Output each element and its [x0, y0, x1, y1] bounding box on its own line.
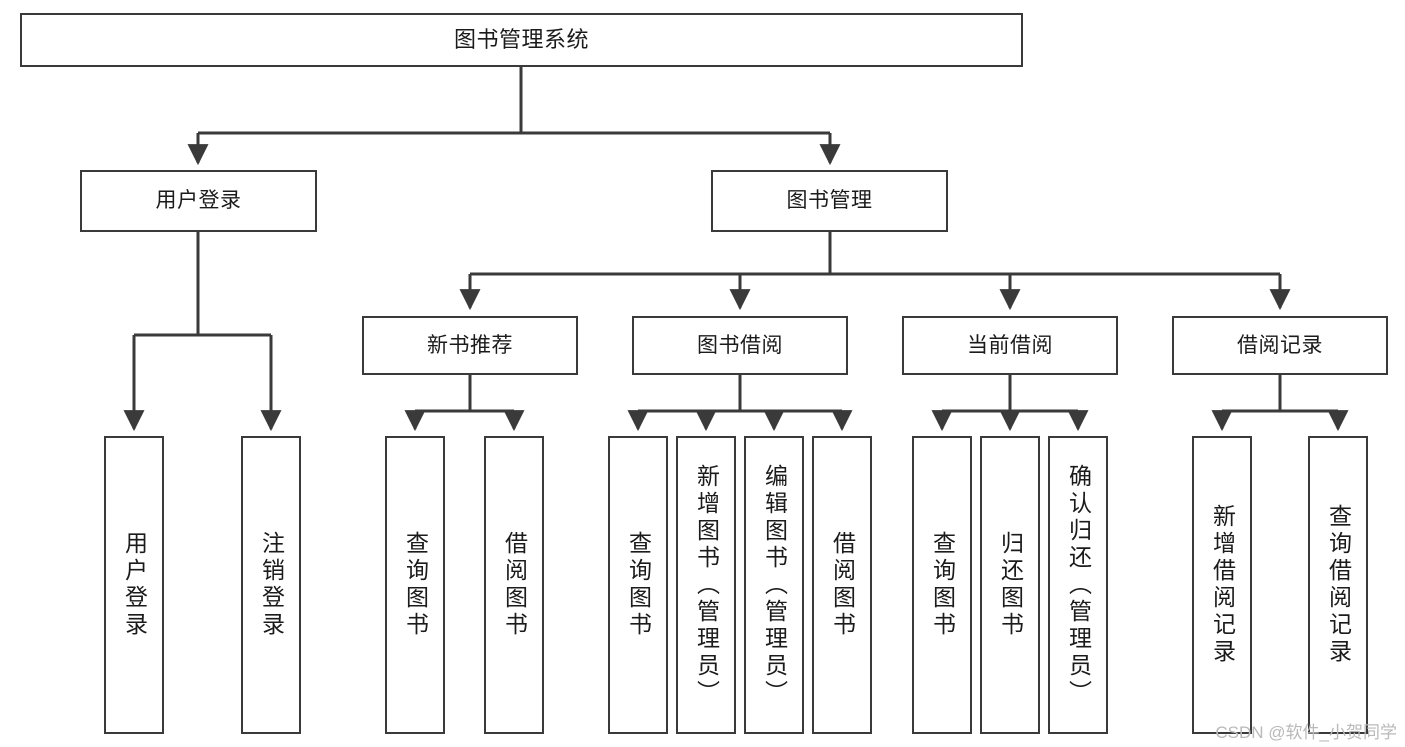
- node-label: 查询借阅记录: [1325, 504, 1352, 666]
- node-label: 借阅记录: [1237, 333, 1323, 357]
- node-book-borrow[interactable]: 图书借阅: [632, 316, 848, 375]
- node-label: 图书管理系统: [453, 26, 589, 52]
- node-label: 查询图书: [402, 531, 429, 639]
- leaf-return-book[interactable]: 归还图书: [980, 436, 1040, 734]
- node-label: 用户登录: [155, 189, 242, 213]
- leaf-query-borrow-record[interactable]: 查询借阅记录: [1308, 436, 1368, 734]
- leaf-logout[interactable]: 注销登录: [241, 436, 301, 734]
- leaf-edit-book-admin[interactable]: 编辑图书（管理员）: [744, 436, 804, 734]
- node-label: 图书借阅: [697, 333, 783, 357]
- node-label: 确认归还（管理员）: [1065, 463, 1092, 707]
- node-root-system[interactable]: 图书管理系统: [20, 13, 1023, 67]
- leaf-confirm-return-admin[interactable]: 确认归还（管理员）: [1048, 436, 1108, 734]
- node-borrow-record[interactable]: 借阅记录: [1172, 316, 1388, 375]
- leaf-query-book-recommend[interactable]: 查询图书: [385, 436, 445, 734]
- node-user-login[interactable]: 用户登录: [80, 170, 317, 232]
- leaf-user-login[interactable]: 用户登录: [104, 436, 164, 734]
- node-current-borrow[interactable]: 当前借阅: [902, 316, 1118, 375]
- node-label: 查询图书: [929, 531, 956, 639]
- leaf-borrow-book-recommend[interactable]: 借阅图书: [484, 436, 544, 734]
- node-new-book-recommend[interactable]: 新书推荐: [362, 316, 578, 375]
- node-label: 编辑图书（管理员）: [761, 463, 788, 707]
- node-label: 借阅图书: [501, 531, 528, 639]
- node-book-management[interactable]: 图书管理: [711, 170, 948, 232]
- node-label: 当前借阅: [967, 333, 1053, 357]
- node-label: 新书推荐: [427, 333, 513, 357]
- node-label: 查询图书: [625, 531, 652, 639]
- leaf-add-borrow-record[interactable]: 新增借阅记录: [1192, 436, 1252, 734]
- leaf-borrow-book[interactable]: 借阅图书: [812, 436, 872, 734]
- leaf-query-book-current[interactable]: 查询图书: [912, 436, 972, 734]
- node-label: 借阅图书: [829, 531, 856, 639]
- node-label: 归还图书: [997, 531, 1024, 639]
- leaf-add-book-admin[interactable]: 新增图书（管理员）: [676, 436, 736, 734]
- node-label: 新增借阅记录: [1209, 504, 1236, 666]
- csdn-watermark: CSDN @软件_小贺同学: [1215, 723, 1397, 742]
- leaf-query-book-borrow[interactable]: 查询图书: [608, 436, 668, 734]
- node-label: 图书管理: [786, 189, 873, 213]
- node-label: 用户登录: [121, 531, 148, 639]
- node-label: 新增图书（管理员）: [693, 463, 720, 707]
- node-label: 注销登录: [258, 531, 285, 639]
